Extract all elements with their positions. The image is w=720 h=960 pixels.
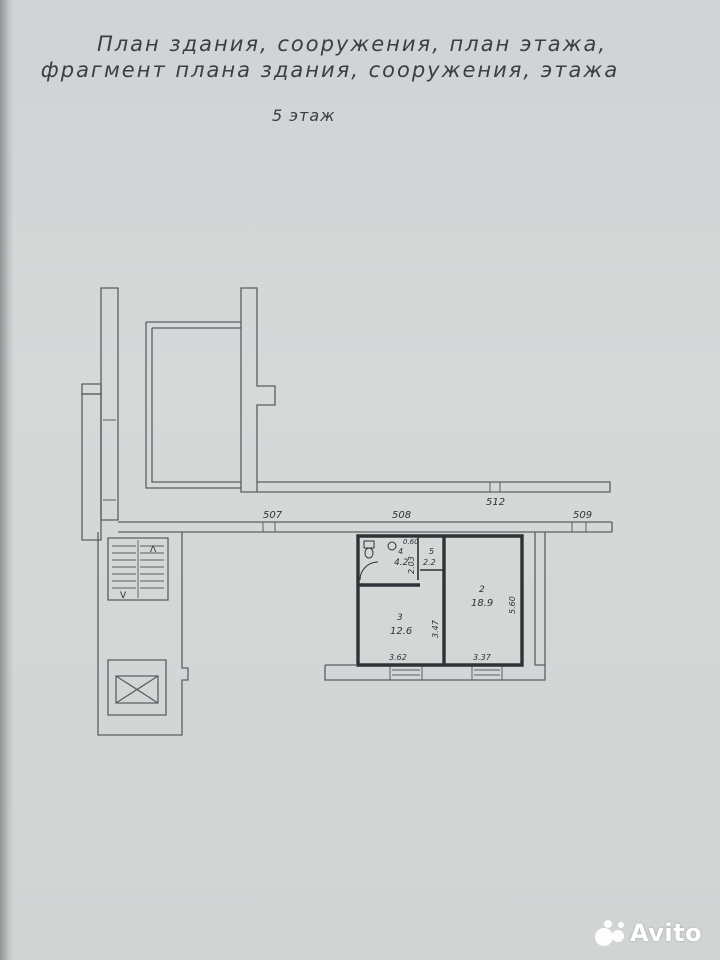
wall-apartment-bottom <box>324 664 546 681</box>
dimension-5-60: 5.60 <box>508 596 517 614</box>
room-area-5: 2.2 <box>423 558 436 567</box>
dimension-3-62: 3.62 <box>389 653 407 662</box>
wall-upper-right <box>240 287 276 493</box>
wall-upper-room <box>145 322 241 489</box>
dimension-3-37: 3.37 <box>473 653 492 662</box>
staircase <box>107 537 169 601</box>
page-edge-shadow <box>0 0 14 960</box>
stair-up-arrow-icon: Λ <box>150 545 157 555</box>
document-title-line-1: План здания, сооружения, план этажа, <box>96 32 608 56</box>
corridor-top <box>118 521 612 533</box>
dimension-2-03: 2.03 <box>407 556 416 574</box>
sink-icon <box>387 541 397 551</box>
window-marks <box>103 419 587 680</box>
unit-number-508: 508 <box>392 510 411 521</box>
unit-number-509: 509 <box>573 510 592 521</box>
apartment-outline <box>356 534 524 667</box>
elevator-shaft <box>107 659 167 716</box>
floor-label: 5 этаж <box>272 106 336 125</box>
wall-left-lower <box>81 393 102 541</box>
wall-stair-block <box>97 532 189 736</box>
wall-right-509 <box>534 532 546 666</box>
avito-dots-icon <box>595 920 624 946</box>
unit-number-512: 512 <box>486 497 505 508</box>
door-swing <box>359 561 379 581</box>
stair-treads <box>112 540 164 598</box>
document-title-line-2: фрагмент плана здания, сооружения, этажа <box>40 58 620 82</box>
dimension-0-60: 0.60 <box>403 538 419 546</box>
elevator-cross <box>115 675 159 704</box>
avito-wordmark: Avito <box>630 919 703 947</box>
toilet-icon <box>363 540 375 559</box>
avito-watermark: Avito <box>594 918 706 948</box>
dimension-3-47: 3.47 <box>431 619 440 638</box>
room-area-2: 18.9 <box>471 598 493 609</box>
room-number-4: 4 <box>398 547 403 556</box>
room-area-3: 12.6 <box>390 626 412 637</box>
room-number-2: 2 <box>479 585 485 595</box>
room-number-3: 3 <box>397 613 403 623</box>
stair-down-arrow-icon: V <box>120 591 127 601</box>
unit-number-507: 507 <box>263 510 283 521</box>
room-number-5: 5 <box>429 547 434 556</box>
room-area-4: 4.2 <box>394 558 409 568</box>
wall-512 <box>257 481 611 493</box>
